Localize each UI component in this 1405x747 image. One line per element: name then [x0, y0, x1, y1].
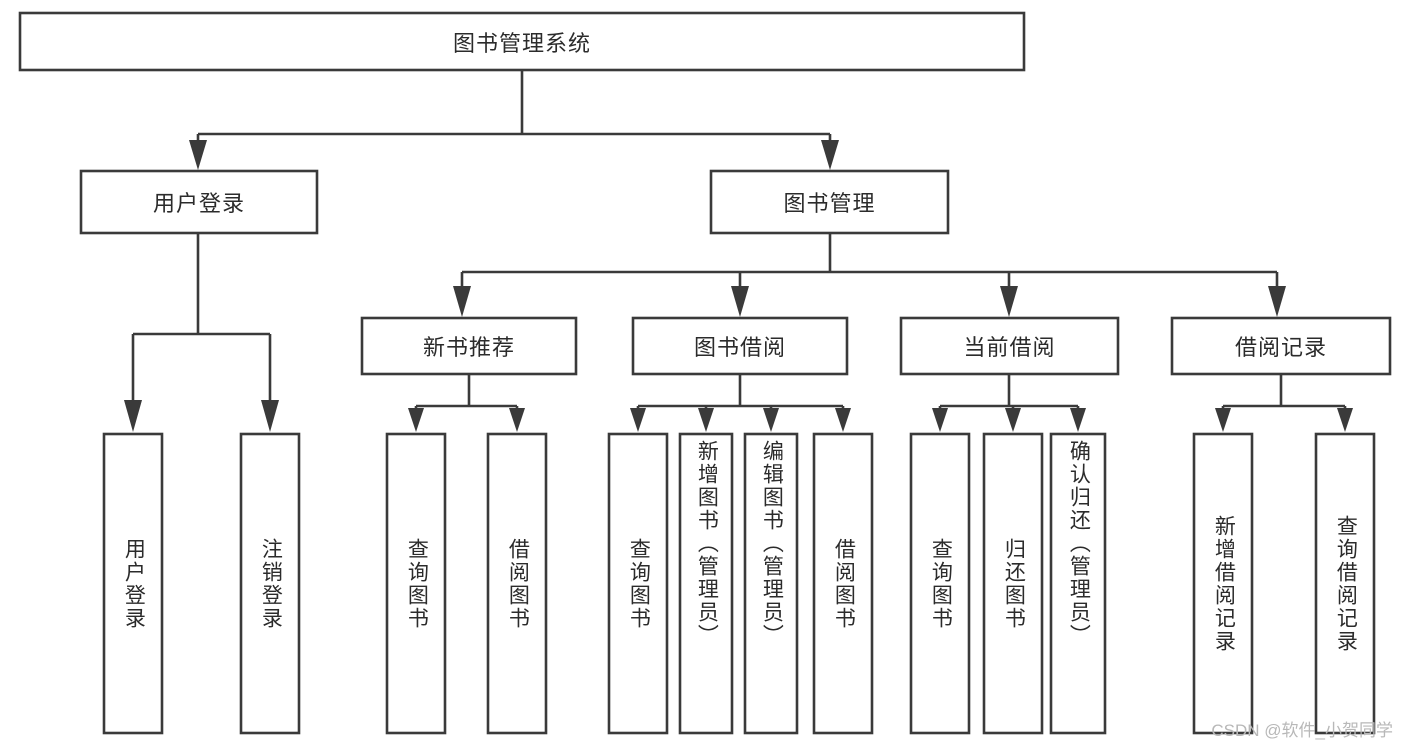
node-box-leaf-query-record[interactable]: [1314, 432, 1376, 735]
node-box-leaf-edit-book[interactable]: [743, 432, 799, 735]
arrow-query-book-1: [408, 408, 424, 432]
node-box-leaf-confirm-return[interactable]: [1049, 432, 1107, 735]
node-box-leaf-user-login[interactable]: [102, 432, 164, 735]
node-box-leaf-query-book-3[interactable]: [909, 432, 971, 735]
connector-group-borrow-record-children: [1215, 374, 1353, 432]
arrow-borrow-record: [1268, 286, 1286, 317]
node-box-new-book-rec[interactable]: [360, 316, 578, 376]
arrow-query-record: [1337, 408, 1353, 432]
arrow-borrow-book-1: [509, 408, 525, 432]
node-box-user-login[interactable]: [79, 169, 319, 235]
node-box-leaf-query-book-1[interactable]: [385, 432, 447, 735]
arrow-return-book: [1005, 408, 1021, 432]
node-box-leaf-borrow-book-2[interactable]: [812, 432, 874, 735]
node-box-borrow-record[interactable]: [1170, 316, 1392, 376]
arrow-query-book-3: [932, 408, 948, 432]
node-box-leaf-add-book[interactable]: [678, 432, 734, 735]
node-box-leaf-borrow-book-1[interactable]: [486, 432, 548, 735]
connector-group-book-borrow-children: [630, 374, 851, 432]
arrow-current-borrow: [1000, 286, 1018, 317]
arrow-user-login: [189, 140, 207, 170]
arrow-leaf-logout: [261, 400, 279, 432]
arrow-add-record: [1215, 408, 1231, 432]
arrow-leaf-user-login: [124, 400, 142, 432]
arrow-confirm-return: [1070, 408, 1086, 432]
connector-group-new-book-rec-children: [408, 374, 525, 432]
arrow-new-book-rec: [453, 286, 471, 317]
node-box-leaf-return-book[interactable]: [982, 432, 1044, 735]
arrow-edit-book: [763, 408, 779, 432]
node-box-leaf-add-record[interactable]: [1192, 432, 1254, 735]
arrow-book-manage: [821, 140, 839, 170]
connector-group-root-to-level2: [189, 70, 839, 170]
arrow-book-borrow: [731, 286, 749, 317]
node-box-book-manage[interactable]: [709, 169, 950, 235]
node-box-root[interactable]: [18, 11, 1026, 72]
arrow-borrow-book-2: [835, 408, 851, 432]
node-box-leaf-logout[interactable]: [239, 432, 301, 735]
connector-group-current-borrow-children: [932, 374, 1086, 432]
watermark-text: CSDN @软件_小贺同学: [1211, 721, 1393, 740]
node-box-leaf-query-book-2[interactable]: [607, 432, 669, 735]
arrow-add-book: [698, 408, 714, 432]
connector-group-user-login-children: [124, 233, 279, 432]
node-box-book-borrow[interactable]: [631, 316, 849, 376]
node-box-current-borrow[interactable]: [899, 316, 1120, 376]
connector-group-book-manage-children: [453, 233, 1286, 317]
arrow-query-book-2: [630, 408, 646, 432]
